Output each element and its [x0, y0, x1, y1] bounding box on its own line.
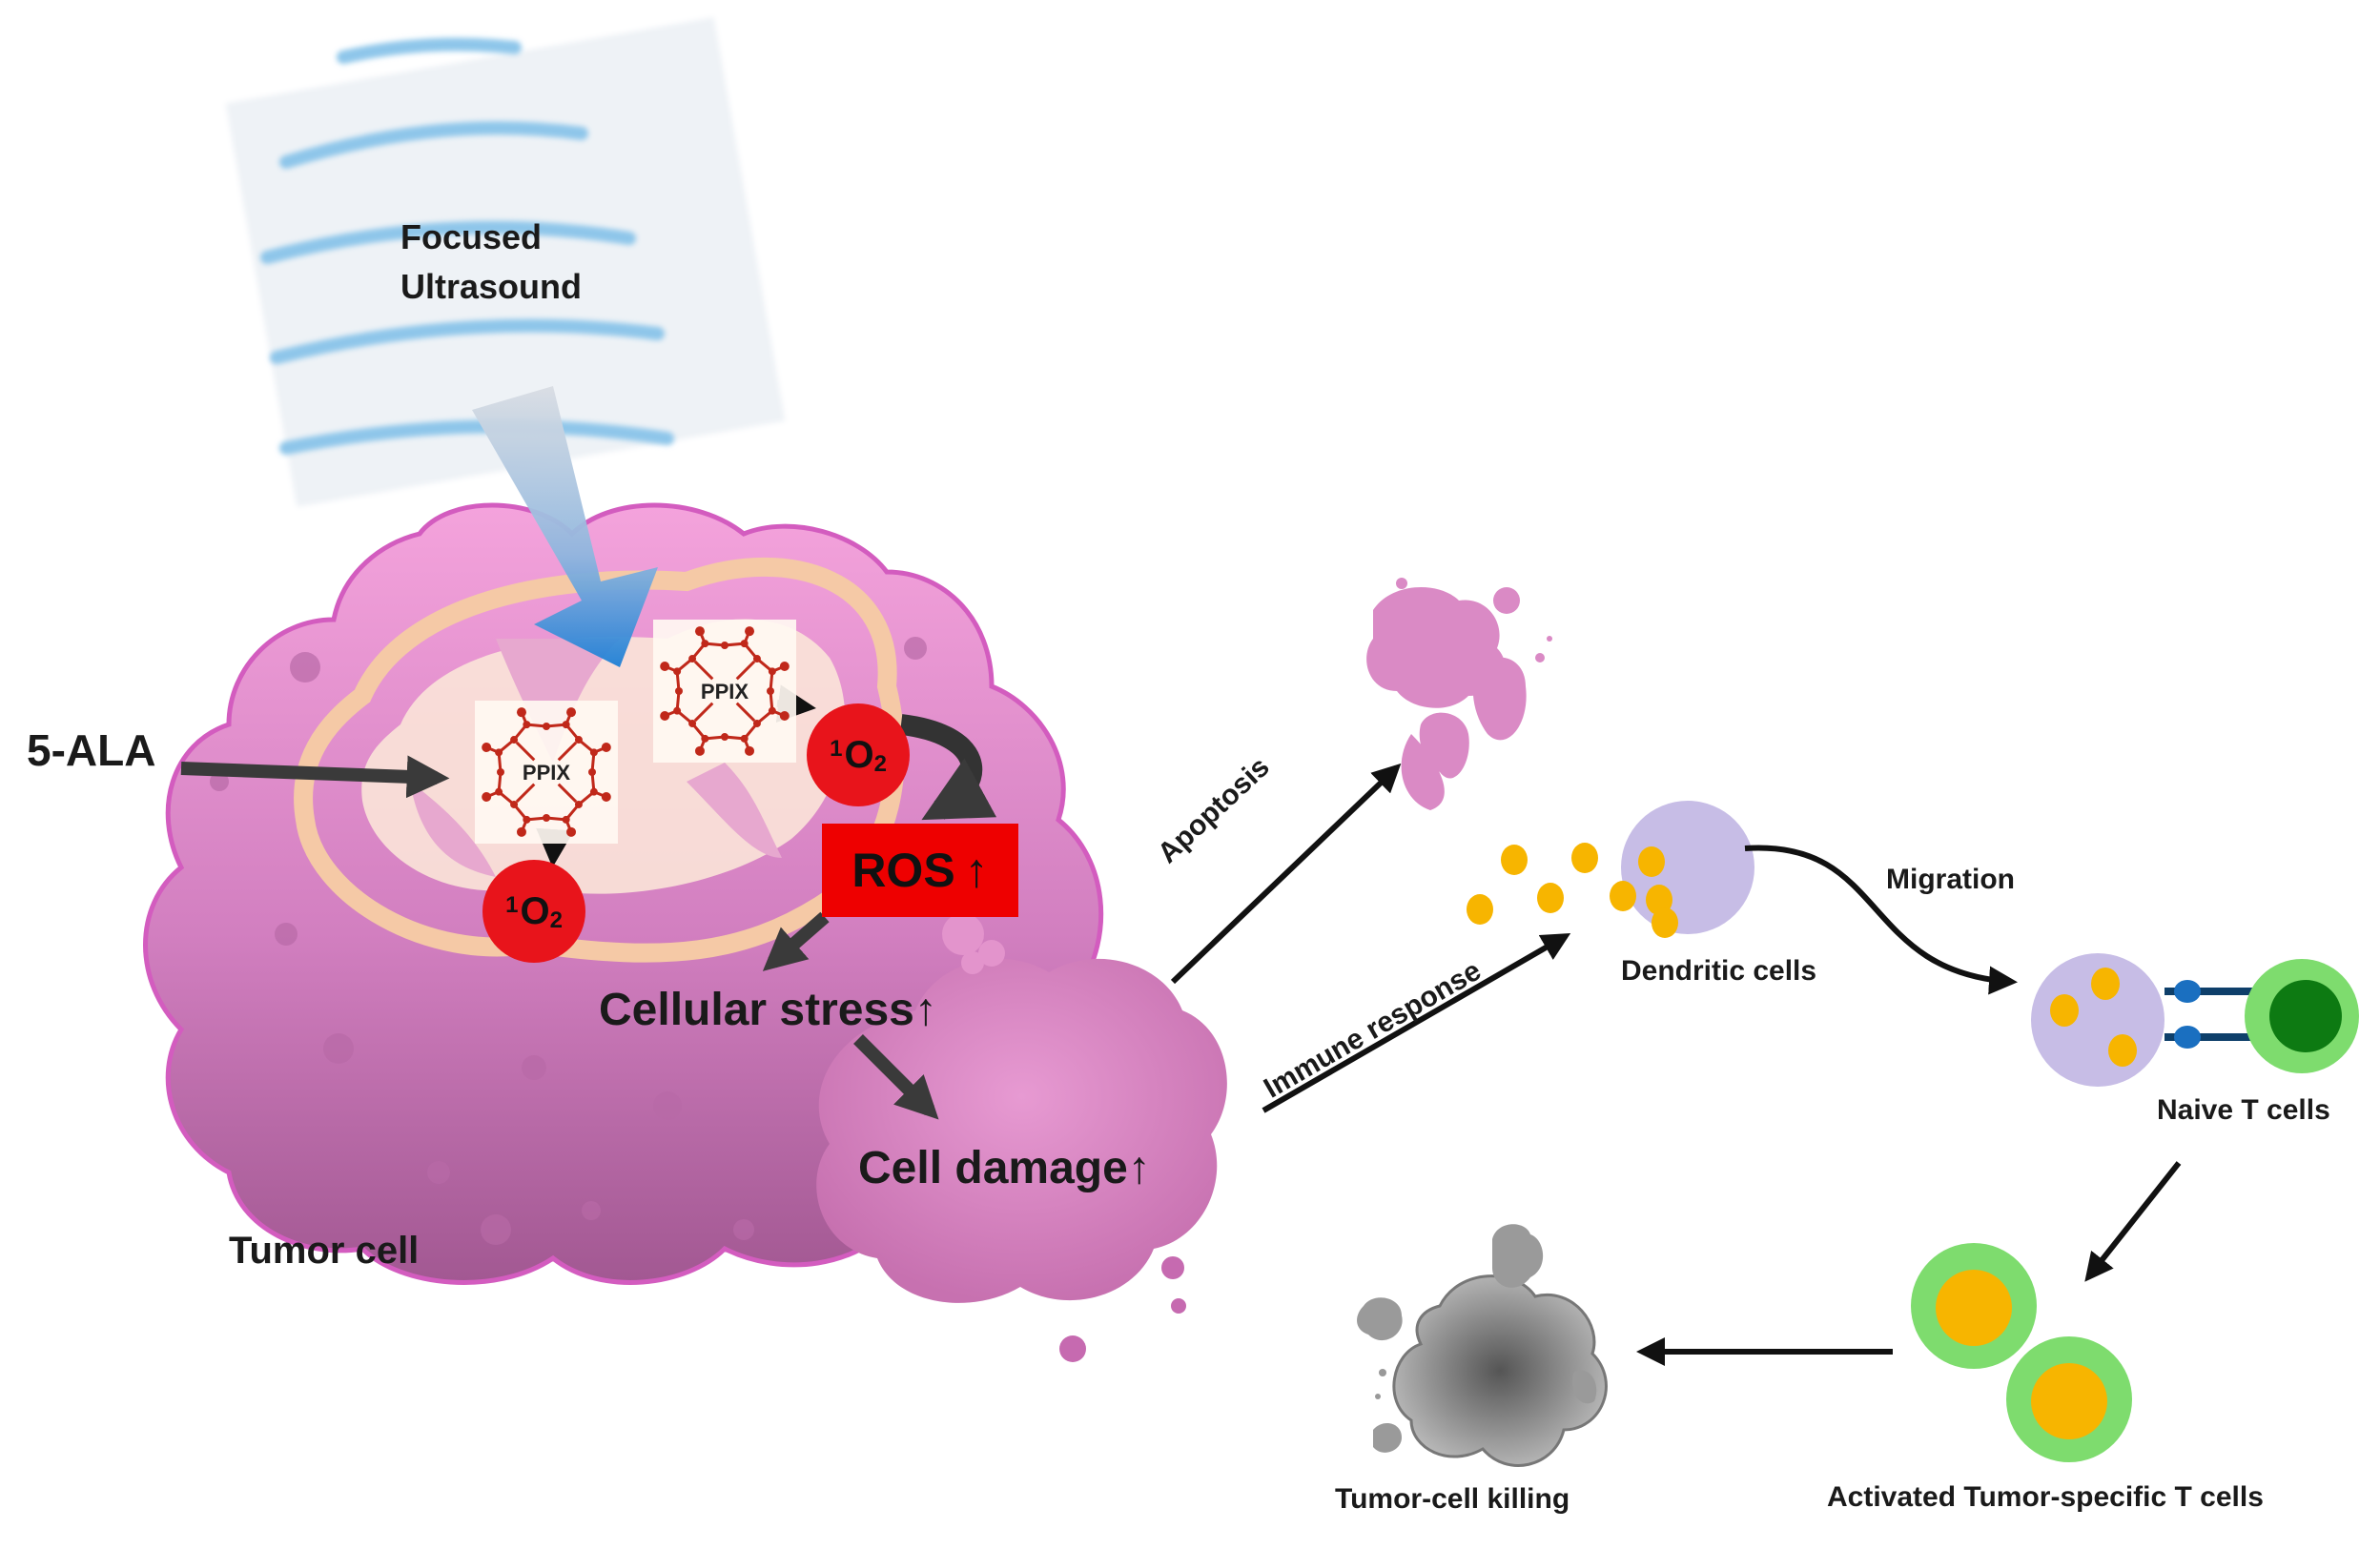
- singlet-oxygen-2-sub: 2: [873, 751, 887, 777]
- singlet-oxygen-1-sub: 2: [549, 907, 563, 933]
- singlet-oxygen-1-sup: 1: [505, 892, 519, 918]
- naive-t-cells-label: Naive T cells: [2157, 1094, 2330, 1126]
- ultrasound-waves: [260, 37, 674, 455]
- naive-t-cell-complex: [2031, 953, 2359, 1087]
- singlet-oxygen-1-o: O: [520, 889, 550, 932]
- apoptosis-arrow: [1170, 763, 1402, 985]
- focused-label-line1: Focused: [400, 217, 543, 256]
- migration-arrow: [1744, 845, 2018, 995]
- cell-damage-label: Cell damage↑: [858, 1142, 1151, 1194]
- cell-damage-text: Cell damage: [858, 1143, 1128, 1193]
- cellular-stress-label: Cellular stress↑: [599, 984, 937, 1036]
- ultrasound-panel: [225, 17, 786, 507]
- stress-to-damage-arrow: [853, 1034, 939, 1120]
- dead-tumor-cells: [1357, 1224, 1608, 1467]
- five-ala-arrow: [180, 755, 450, 799]
- tumor-cell-killing-label: Tumor-cell killing: [1335, 1483, 1570, 1515]
- cell-damage-up-arrow: ↑: [1127, 1143, 1151, 1193]
- singlet-oxygen-2-sup: 1: [830, 736, 843, 762]
- ppix-molecule-2: PPIX: [653, 620, 796, 763]
- five-ala-label: 5-ALA: [27, 725, 156, 775]
- dendritic-cells-label: Dendritic cells: [1621, 955, 1817, 987]
- antigen-granules: [1467, 843, 1598, 925]
- singlet-oxygen-2-o: O: [844, 733, 874, 776]
- ros-to-stress-arrow: [762, 911, 830, 971]
- dendritic-cell: [1610, 801, 1754, 938]
- migration-label: Migration: [1886, 864, 2015, 895]
- immune-response-arrow: [1262, 933, 1571, 1113]
- ppix-molecule-1: PPIX: [475, 701, 618, 844]
- o2-to-ros-arrow: [899, 714, 997, 821]
- ppix-label-2: PPIX: [701, 680, 749, 703]
- ros-up-arrow: ↑: [964, 844, 989, 897]
- ppix-label-1: PPIX: [523, 761, 570, 785]
- tumor-cell-label: Tumor cell: [229, 1230, 420, 1272]
- activated-t-cells: [1911, 1243, 2132, 1462]
- ppix-molecules: PPIX PPIX: [475, 620, 796, 844]
- cellular-stress-text: Cellular stress: [599, 985, 914, 1035]
- apoptotic-bodies: [1366, 578, 1552, 810]
- ultrasound-arrow: [472, 386, 658, 667]
- cell-damage-bud: [816, 913, 1227, 1362]
- ros-label: ROS: [851, 844, 955, 897]
- naive-to-activated-arrow: [2084, 1161, 2182, 1282]
- ros-box: ROS↑: [822, 824, 1018, 917]
- ultrasound-label-line2: Ultrasound: [400, 267, 583, 306]
- activated-t-cells-label: Activated Tumor-specific T cells: [1827, 1481, 2264, 1513]
- cellular-stress-up-arrow: ↑: [913, 985, 937, 1035]
